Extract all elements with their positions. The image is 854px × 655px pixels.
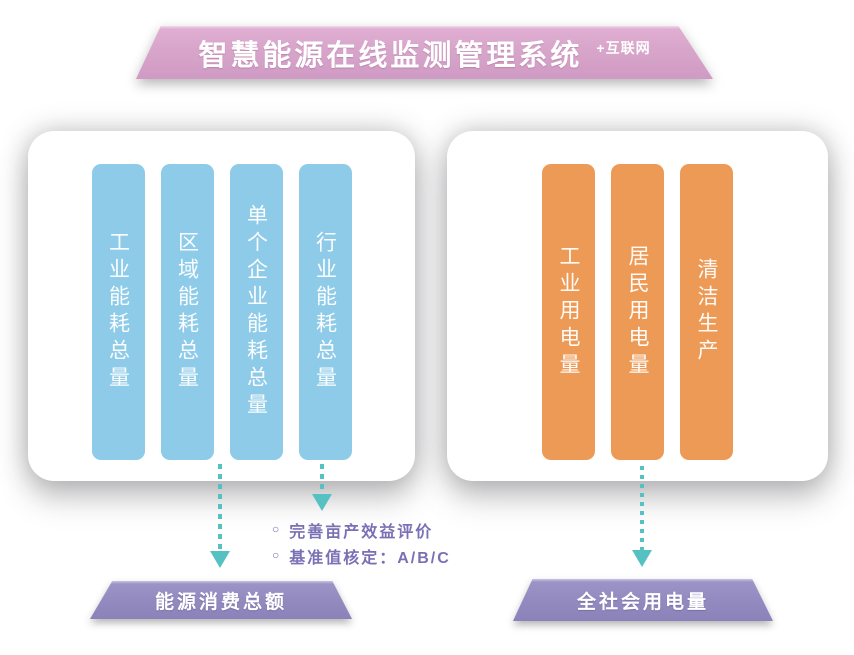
- total-social-electricity-banner: 全社会用电量: [513, 579, 773, 621]
- internet-plus-tag: +互联网: [596, 39, 651, 56]
- bar-industrial-electricity: 工业用电量: [542, 164, 595, 460]
- bar-industrial-energy: 工业能耗总量: [91, 164, 145, 460]
- banner-label: 能源消费总额: [154, 591, 287, 613]
- bar-label: 工业能耗总量: [106, 231, 130, 393]
- arrow-down-icon: [312, 494, 332, 511]
- energy-consumption-panel: 工业能耗总量 区域能耗总量 单个企业能耗总量 行业能耗总量: [28, 131, 415, 481]
- bar-label: 工业用电量: [557, 244, 580, 380]
- arrow-down-icon: [632, 550, 652, 567]
- header-banner-shape: 智慧能源在线监测管理系统 +互联网: [136, 26, 713, 79]
- notes-list: ○ 完善亩产效益评价 ○ 基准值核定：A/B/C: [272, 517, 451, 569]
- arrow-down-icon: [210, 551, 230, 568]
- banner-shape: 全社会用电量: [513, 579, 773, 621]
- note-text: 基准值核定：A/B/C: [289, 550, 451, 567]
- electricity-usage-panel: 工业用电量 居民用电量 清洁生产: [447, 131, 828, 481]
- arrow-dashed-line: [320, 464, 324, 494]
- header-banner: 智慧能源在线监测管理系统 +互联网: [136, 26, 713, 79]
- bar-label: 行业能耗总量: [313, 231, 337, 393]
- arrow-down-to-electricity-total: [632, 466, 652, 567]
- bar-label: 居民用电量: [626, 244, 649, 380]
- note-text: 完善亩产效益评价: [289, 524, 434, 541]
- energy-consumption-total-banner: 能源消费总额: [90, 581, 352, 619]
- page-title: 智慧能源在线监测管理系统: [198, 39, 583, 72]
- arrow-dotted-line: [640, 466, 644, 550]
- bar-residential-electricity: 居民用电量: [611, 164, 664, 460]
- arrow-down-to-notes: [312, 464, 332, 511]
- bar-label: 区域能耗总量: [175, 231, 199, 393]
- bar-label: 清洁生产: [695, 258, 718, 366]
- note-item: ○ 基准值核定：A/B/C: [272, 543, 451, 569]
- bar-regional-energy: 区域能耗总量: [160, 164, 214, 460]
- bar-single-enterprise-energy: 单个企业能耗总量: [229, 164, 283, 460]
- bar-clean-production: 清洁生产: [680, 164, 733, 460]
- banner-shape: 能源消费总额: [90, 581, 352, 619]
- banner-label: 全社会用电量: [576, 591, 709, 613]
- circle-bullet-icon: ○: [272, 522, 282, 536]
- arrow-dashed-line: [218, 464, 222, 551]
- circle-bullet-icon: ○: [272, 548, 282, 562]
- bar-label: 单个企业能耗总量: [244, 204, 268, 420]
- arrow-down-to-energy-total: [210, 464, 230, 568]
- note-item: ○ 完善亩产效益评价: [272, 517, 451, 543]
- bar-industry-energy: 行业能耗总量: [298, 164, 352, 460]
